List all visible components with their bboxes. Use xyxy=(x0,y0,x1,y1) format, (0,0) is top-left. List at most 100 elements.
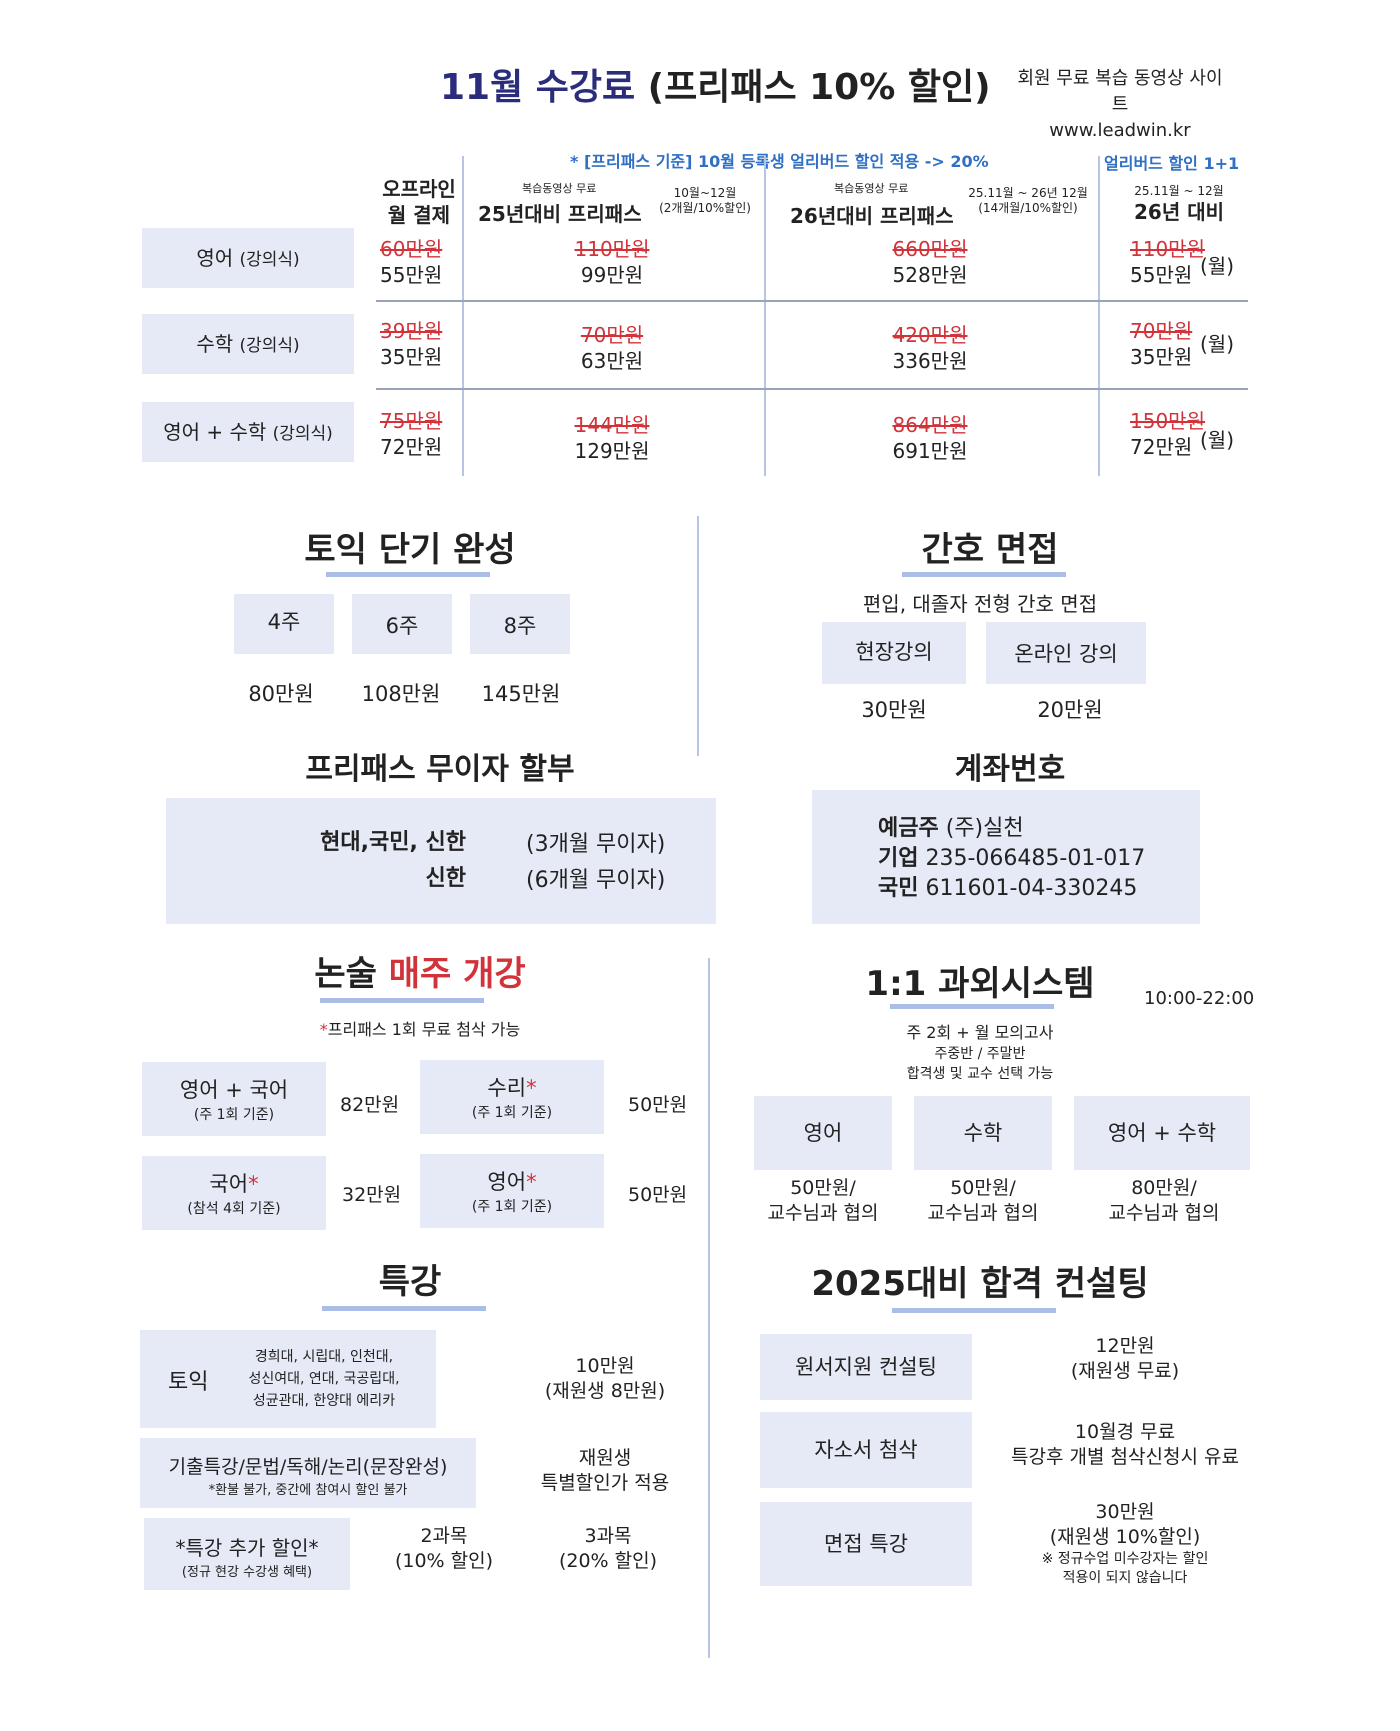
old-price: 75만원 xyxy=(380,409,443,433)
offline-price: 39만원 35만원 xyxy=(380,318,442,370)
school-line: 경희대, 시립대, 인천대, xyxy=(254,1349,394,1365)
consulting-application-price: 12만원 (재원생 무료) xyxy=(1010,1334,1240,1384)
essay-label-wrap: 수리* xyxy=(420,1072,604,1102)
title-underline xyxy=(890,1004,1054,1009)
holder-label: 예금주 xyxy=(878,816,939,841)
special-title: 특강 xyxy=(378,1262,442,1302)
account-lines: 예금주 (주)실천 기업 235-066485-01-017 국민 611601… xyxy=(878,814,1145,904)
bank1-value: 235-066485-01-017 xyxy=(925,846,1146,871)
col-25-period: 10월~12월 (2개월/10%할인) xyxy=(650,186,760,216)
extra-label: *특강 추가 할인* xyxy=(175,1536,319,1560)
tutoring-title: 1:1 과외시스템 xyxy=(865,964,1095,1004)
row-divider xyxy=(376,388,1248,390)
special-extra-box: *특강 추가 할인* (정규 현강 수강생 혜택) xyxy=(144,1518,350,1590)
price-line: 12만원 xyxy=(1095,1335,1155,1357)
page-title: 11월 수강료 (프리패스 10% 할인) xyxy=(440,58,991,110)
essay-sub: (주 1회 기준) xyxy=(471,1105,553,1121)
note: 교수님과 협의 xyxy=(767,1202,879,1224)
site-line1: 회원 무료 복습 동영상 사이트 xyxy=(1017,68,1223,115)
section-divider xyxy=(708,958,710,1658)
school-line: 성신여대, 연대, 국공립대, xyxy=(248,1371,400,1387)
subj: 3과목 xyxy=(584,1525,632,1547)
essay-label-wrap: 영어* xyxy=(420,1166,604,1196)
price-line: (재원생 10%할인) xyxy=(1049,1526,1201,1548)
p26-price: 660만원 528만원 xyxy=(870,236,990,288)
special-three-subj: 3과목 (20% 할인) xyxy=(548,1524,668,1574)
row-label-english-math: 영어 + 수학 (강의식) xyxy=(142,402,354,462)
essay-star: * xyxy=(526,1076,537,1100)
tutoring-line2: 주중반 / 주말반 xyxy=(934,1046,1026,1062)
col-eb-period: 25.11월 ~ 12월 xyxy=(1134,184,1224,198)
eb-price: 110만원 55만원 xyxy=(1130,236,1205,288)
col-26-small: 복습동영상 무료 xyxy=(834,182,909,195)
month-label: (월) xyxy=(1200,332,1235,356)
bank1-label: 기업 xyxy=(878,846,919,871)
school-line: 성균관대, 한양대 에리카 xyxy=(252,1393,396,1409)
disc: (20% 할인) xyxy=(558,1550,658,1572)
account-holder: 예금주 (주)실천 xyxy=(878,814,1145,844)
p25-price: 70만원 63만원 xyxy=(552,322,672,374)
price-sub: (재원생 8만원) xyxy=(544,1380,666,1402)
toeic-price: 108만원 xyxy=(361,682,441,706)
essay-sub: (참석 4회 기준) xyxy=(187,1201,281,1217)
old-price: 39만원 xyxy=(380,319,443,343)
note-text: 프리패스 1회 무료 첨삭 가능 xyxy=(327,1020,521,1039)
installment-title: 프리패스 무이자 할부 xyxy=(305,752,575,787)
installment-box: 현대,국민, 신한 (3개월 무이자) 신한 (6개월 무이자) xyxy=(166,798,716,924)
consulting-essay-price: 10월경 무료 특강후 개별 첨삭신청시 유료 xyxy=(980,1420,1270,1470)
site-url[interactable]: www.leadwin.kr xyxy=(1049,120,1191,141)
new-price: 72만원 xyxy=(380,435,443,459)
new-price: 129만원 xyxy=(574,439,650,463)
note: 교수님과 협의 xyxy=(1108,1202,1220,1224)
old-price: 144만원 xyxy=(574,413,650,437)
past-note: *환불 불가, 중간에 참여시 할인 불가 xyxy=(208,1483,408,1498)
essay-sub: (주 1회 기준) xyxy=(193,1107,275,1123)
month-label: (월) xyxy=(1200,254,1235,278)
essay-label-wrap: 국어* xyxy=(142,1168,326,1198)
row-name: 영어 xyxy=(196,246,234,270)
essay-note: *프리패스 1회 무료 첨삭 가능 xyxy=(260,1016,580,1040)
essay-price: 50만원 xyxy=(628,1184,688,1206)
month-label: (월) xyxy=(1200,428,1235,452)
note-line: ※ 정규수업 미수강자는 할인 xyxy=(1041,1551,1209,1567)
nursing-price: 30만원 xyxy=(861,698,927,722)
special-toeic-schools: 경희대, 시립대, 인천대, 성신여대, 연대, 국공립대, 성균관대, 한양대… xyxy=(224,1346,424,1412)
new-price: 99만원 xyxy=(580,263,644,287)
price-line: 특별할인가 적용 xyxy=(540,1472,670,1494)
old-price: 420만원 xyxy=(892,323,968,347)
p26-price: 864만원 691만원 xyxy=(870,412,990,464)
p25-price: 144만원 129만원 xyxy=(552,412,672,464)
toeic-price: 80만원 xyxy=(248,682,314,706)
row-type: (강의식) xyxy=(272,424,333,444)
nursing-price: 20만원 xyxy=(1037,698,1103,722)
site-info: 회원 무료 복습 동영상 사이트 www.leadwin.kr xyxy=(1010,66,1230,144)
offline-price: 60만원 55만원 xyxy=(380,236,442,288)
toeic-title: 토익 단기 완성 xyxy=(304,530,516,570)
installment-terms-2: (6개월 무이자) xyxy=(526,868,666,893)
title-underline xyxy=(902,572,1066,577)
col-26-header: 26년대비 프리패스 xyxy=(790,204,954,228)
special-toeic-box: 토익 경희대, 시립대, 인천대, 성신여대, 연대, 국공립대, 성균관대, … xyxy=(140,1330,436,1428)
essay-label: 수리 xyxy=(487,1076,527,1100)
essay-label: 영어 + 국어 xyxy=(179,1078,289,1102)
tutoring-price: 80만원/ 교수님과 협의 xyxy=(1084,1176,1244,1226)
essay-title-red: 매주 개강 xyxy=(388,954,526,994)
special-past-price: 재원생 특별할인가 적용 xyxy=(530,1446,680,1496)
row-type: (강의식) xyxy=(239,336,300,356)
table-divider xyxy=(1098,156,1100,476)
consulting-title: 2025대비 합격 컨설팅 xyxy=(811,1264,1149,1304)
old-price: 864만원 xyxy=(892,413,968,437)
installment-cards-2: 신한 xyxy=(425,866,466,891)
price-line: 10월경 무료 xyxy=(1074,1421,1176,1443)
nursing-online-box: 온라인 강의 xyxy=(986,622,1146,684)
title-underline xyxy=(326,572,490,577)
toeic-4w-box: 4주 xyxy=(234,594,334,654)
essay-eng-kor-box: 영어 + 국어 (주 1회 기준) xyxy=(142,1062,326,1136)
essay-eng-box: 영어* (주 1회 기준) xyxy=(420,1154,604,1228)
col-offline-header: 오프라인 월 결제 xyxy=(382,177,456,227)
note: 교수님과 협의 xyxy=(927,1202,1039,1224)
offline-price: 75만원 72만원 xyxy=(380,408,442,460)
tutoring-math-box: 수학 xyxy=(914,1096,1052,1170)
tutoring-price: 50만원/ 교수님과 협의 xyxy=(748,1176,898,1226)
table-divider xyxy=(764,156,766,476)
